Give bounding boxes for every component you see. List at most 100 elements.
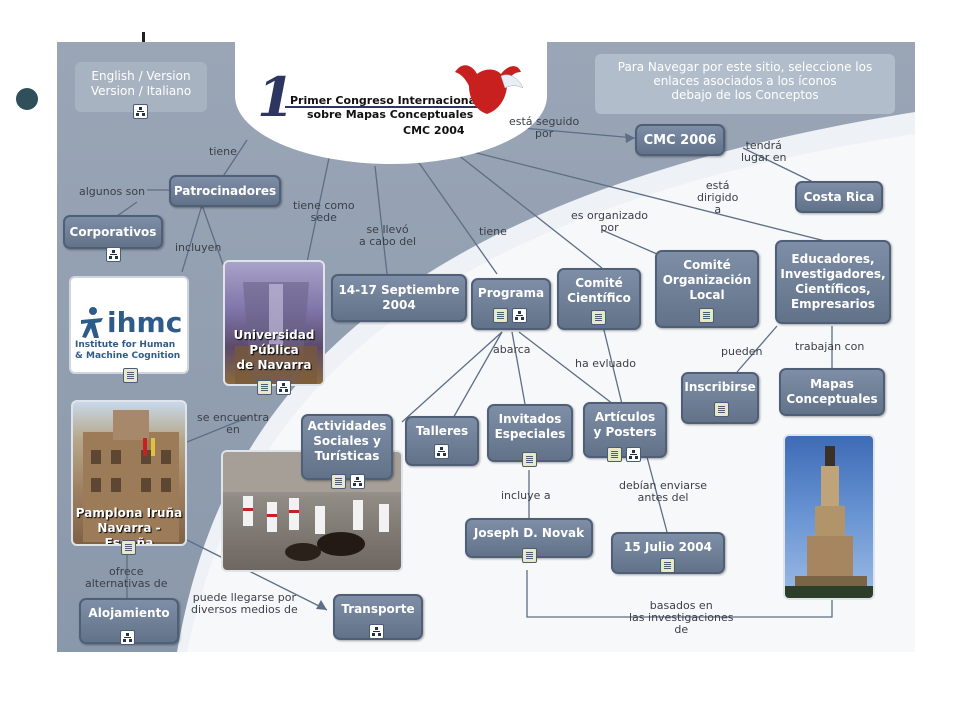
ihmc-line-1: Institute for Human bbox=[75, 340, 176, 350]
link-line: alternativas de bbox=[85, 577, 168, 590]
node-label: Patrocinadores bbox=[173, 183, 277, 198]
link-line: por bbox=[535, 127, 554, 140]
link-line: en bbox=[226, 423, 240, 436]
ihmc-figure-icon bbox=[81, 307, 103, 338]
node-label: Inscribirse bbox=[684, 380, 756, 394]
articulos-link-icon[interactable] bbox=[626, 447, 641, 462]
cmc2004-logo: 1 Primer Congreso Internacional sobre Ma… bbox=[235, 42, 547, 164]
node-inscribirse[interactable]: Inscribirse bbox=[681, 372, 759, 424]
link-pueden: pueden bbox=[721, 345, 763, 358]
novak-doc-icon[interactable] bbox=[522, 548, 537, 563]
nav-line-3: debajo de los Conceptos bbox=[671, 88, 819, 102]
transporte-link-icon[interactable] bbox=[369, 624, 384, 639]
node-programa[interactable]: Programa bbox=[471, 278, 551, 330]
link-line: está bbox=[705, 179, 730, 192]
programa-doc-icon[interactable] bbox=[493, 308, 508, 323]
link-line: tiene como bbox=[293, 199, 355, 212]
node-label: Pública bbox=[249, 343, 299, 357]
comite-cientifico-doc-icon[interactable] bbox=[591, 310, 606, 325]
logo-line-2: sobre Mapas Conceptuales bbox=[307, 108, 474, 121]
language-selector[interactable]: English / Version Version / Italiano bbox=[75, 62, 207, 112]
node-julio[interactable]: 15 Julio 2004 bbox=[611, 532, 725, 574]
universidad-link-icon[interactable] bbox=[276, 380, 291, 395]
link-line: diversos medios de bbox=[191, 603, 298, 616]
node-patrocinadores[interactable]: Patrocinadores bbox=[169, 175, 281, 207]
comite-local-doc-icon[interactable] bbox=[699, 308, 714, 323]
monument-photo bbox=[783, 434, 875, 600]
alojamiento-link-icon[interactable] bbox=[120, 630, 135, 645]
link-line: las investigaciones bbox=[629, 611, 734, 624]
node-label: Talleres bbox=[415, 424, 469, 438]
link-line: tendrá bbox=[745, 139, 782, 152]
link-ha-evluado: ha evluado bbox=[575, 357, 636, 370]
node-talleres[interactable]: Talleres bbox=[405, 416, 479, 466]
talleres-link-icon[interactable] bbox=[434, 444, 449, 459]
inscribirse-doc-icon[interactable] bbox=[714, 402, 729, 417]
node-costa-rica[interactable]: Costa Rica bbox=[795, 181, 883, 213]
node-label: Actividades bbox=[307, 418, 387, 433]
programa-link-icon[interactable] bbox=[512, 308, 527, 323]
ihmc-line-2: & Machine Cognition bbox=[75, 351, 181, 361]
link-line: dirigido bbox=[697, 191, 739, 204]
node-corporativos[interactable]: Corporativos bbox=[63, 215, 163, 249]
node-cmc2006[interactable]: CMC 2006 bbox=[635, 124, 725, 156]
actividades-link-icon[interactable] bbox=[350, 474, 365, 489]
julio-doc-icon[interactable] bbox=[660, 558, 675, 573]
language-link-icon[interactable] bbox=[133, 104, 148, 119]
node-label: Científicos, bbox=[795, 282, 871, 296]
node-label: Investigadores, bbox=[780, 267, 886, 281]
node-label: Costa Rica bbox=[803, 189, 875, 204]
link-line: debían enviarse bbox=[619, 479, 708, 492]
node-educadores[interactable]: Educadores,Investigadores,Científicos,Em… bbox=[775, 240, 891, 324]
slide-bullet bbox=[16, 88, 38, 110]
node-label: Universidad bbox=[233, 328, 315, 342]
node-label: de Navarra bbox=[236, 358, 312, 372]
townhall-icon bbox=[83, 410, 179, 542]
universidad-doc-icon[interactable] bbox=[257, 380, 272, 395]
invitados-doc-icon[interactable] bbox=[522, 452, 537, 467]
ihmc-logo[interactable]: ihmc Institute for Human& Machine Cognit… bbox=[69, 276, 189, 374]
logo-rule bbox=[285, 106, 495, 108]
link-line: puede llegarse por bbox=[192, 591, 297, 604]
actividades-doc-icon[interactable] bbox=[331, 474, 346, 489]
bull-icon bbox=[455, 65, 523, 114]
node-label: 2004 bbox=[382, 298, 416, 312]
node-label: Científico bbox=[567, 291, 631, 305]
italian-version-link[interactable]: Version / Italiano bbox=[90, 84, 192, 98]
node-label: Turísticas bbox=[314, 448, 380, 463]
link-line: de bbox=[674, 623, 689, 636]
node-label: Educadores, bbox=[791, 252, 875, 266]
monument-icon bbox=[785, 446, 873, 598]
english-version-link[interactable]: English / Version bbox=[91, 69, 191, 83]
corporativos-link-icon[interactable] bbox=[106, 247, 121, 262]
node-label: y Posters bbox=[593, 425, 657, 439]
node-label: 15 Julio 2004 bbox=[624, 540, 712, 554]
node-label: Artículos bbox=[594, 410, 656, 424]
articulos-doc-icon[interactable] bbox=[607, 447, 622, 462]
link-tiene-top: tiene bbox=[209, 145, 237, 158]
link-abarca: abarca bbox=[493, 343, 531, 356]
link-line: por bbox=[600, 221, 619, 234]
node-label: Empresarios bbox=[790, 297, 875, 311]
node-label: Conceptuales bbox=[786, 392, 878, 406]
node-label: Local bbox=[689, 288, 725, 302]
ihmc-doc-icon[interactable] bbox=[123, 368, 138, 383]
pamplona-doc-icon[interactable] bbox=[121, 540, 136, 555]
link-line: está seguido bbox=[509, 115, 580, 128]
ihmc-logo-text: ihmc bbox=[107, 306, 183, 339]
concept-map: Para Navegar por este sitio, seleccione … bbox=[57, 42, 915, 652]
link-line: se llevó bbox=[366, 223, 409, 236]
navigation-instructions: Para Navegar por este sitio, seleccione … bbox=[595, 54, 895, 114]
